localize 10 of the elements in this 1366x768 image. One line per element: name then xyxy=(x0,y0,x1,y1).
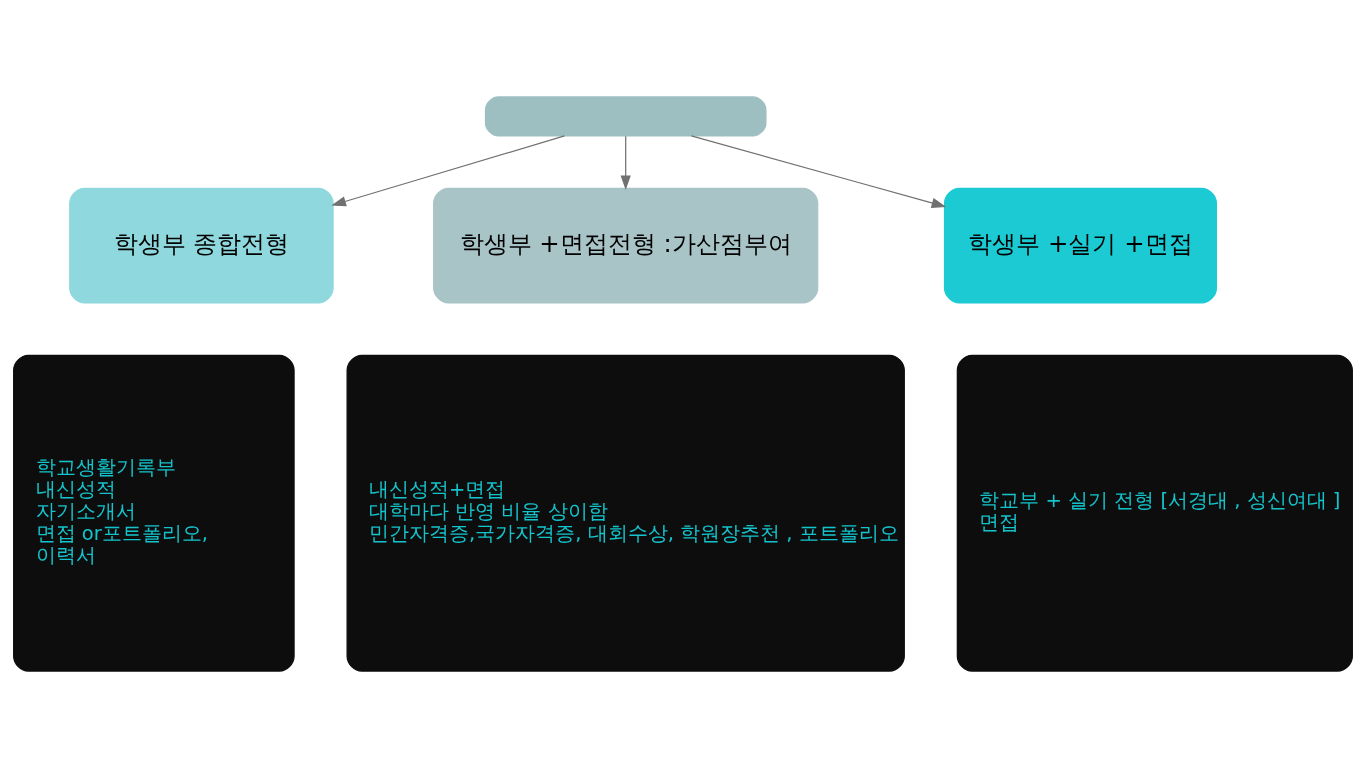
node-box: 학생부 종합전형 xyxy=(69,187,334,304)
node-box: 내신성적+면접 대학마다 반영 비율 상이함 민간자격증,국가자격증, 대회수상, 학원장추천 , 포트폴리오 xyxy=(346,354,905,672)
node-box: 학생부 +실기 +면접 xyxy=(943,187,1217,304)
node-box: 학생부 +면접전형 :가산점부여 xyxy=(433,187,819,304)
node-box: 학교생활기록부 내신성적 자기소개서 면접 or포트폴리오, 이력서 xyxy=(13,354,295,672)
arrow xyxy=(331,135,566,207)
arrow xyxy=(690,135,947,208)
node-box xyxy=(484,96,767,137)
node-box: 학교부 + 실기 전형 [서경대 , 성신여대 ] 면접 xyxy=(956,354,1353,672)
arrow xyxy=(620,135,631,191)
